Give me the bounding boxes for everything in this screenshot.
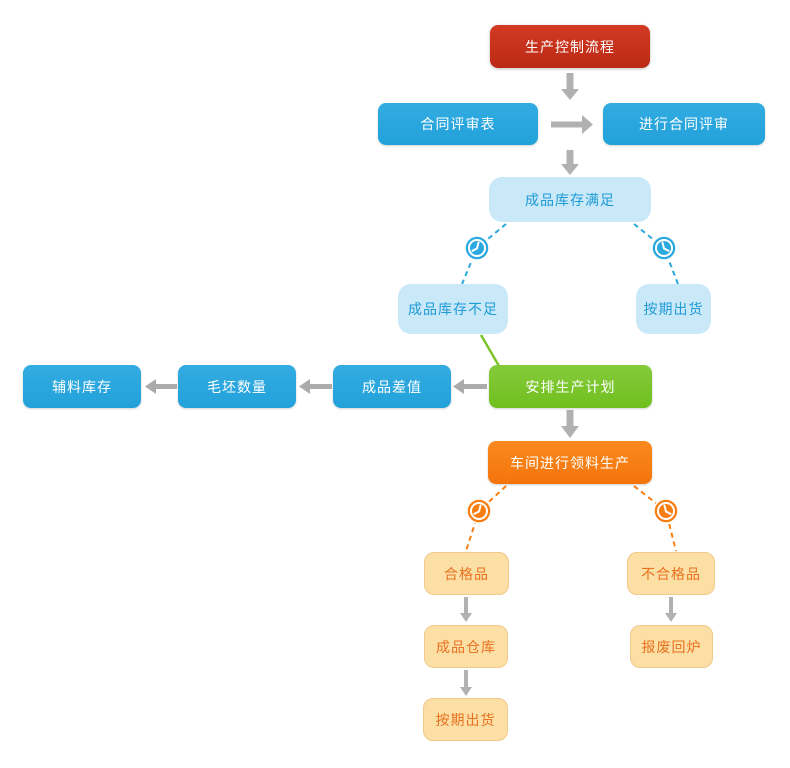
node-scrap-remelt: 报废回炉 (630, 625, 713, 668)
node-production-control-process: 生产控制流程 (490, 25, 650, 68)
arrow-down-root-to-contract (561, 73, 579, 100)
arrow-down-unqualified-to-scrap (665, 597, 677, 622)
node-unqualified-product: 不合格品 (627, 552, 715, 595)
node-stock-sufficient: 成品库存满足 (489, 177, 651, 222)
node-ship-on-time: 按期出货 (636, 284, 711, 334)
node-stock-insufficient: 成品库存不足 (398, 284, 508, 334)
arrow-left-blank-to-aux (145, 379, 177, 394)
node-finished-product-difference: 成品差值 (333, 365, 451, 408)
line-stocklow-to-plan (479, 334, 501, 367)
node-blank-quantity: 毛坯数量 (178, 365, 296, 408)
arrow-down-contract-to-stockok (561, 150, 579, 175)
arrow-left-plan-to-diff (453, 379, 487, 394)
clock-icon (464, 235, 490, 261)
arrow-right-contractform-to-review (551, 115, 593, 134)
arrow-down-plan-to-workshop (561, 410, 579, 438)
node-workshop-material-production: 车间进行领料生产 (488, 441, 652, 484)
node-ship-on-time-final: 按期出货 (423, 698, 508, 741)
arrow-down-warehouse-to-ship (460, 670, 472, 696)
node-contract-review-form: 合同评审表 (378, 103, 538, 145)
arrow-down-qualified-to-warehouse (460, 597, 472, 622)
arrow-left-diff-to-blank (299, 379, 332, 394)
clock-icon (653, 498, 679, 524)
clock-icon (466, 498, 492, 524)
node-conduct-contract-review: 进行合同评审 (603, 103, 765, 145)
node-qualified-product: 合格品 (424, 552, 509, 595)
node-finished-goods-warehouse: 成品仓库 (424, 625, 508, 668)
node-auxiliary-material-stock: 辅料库存 (23, 365, 141, 408)
clock-icon (651, 235, 677, 261)
node-arrange-production-plan: 安排生产计划 (489, 365, 652, 408)
